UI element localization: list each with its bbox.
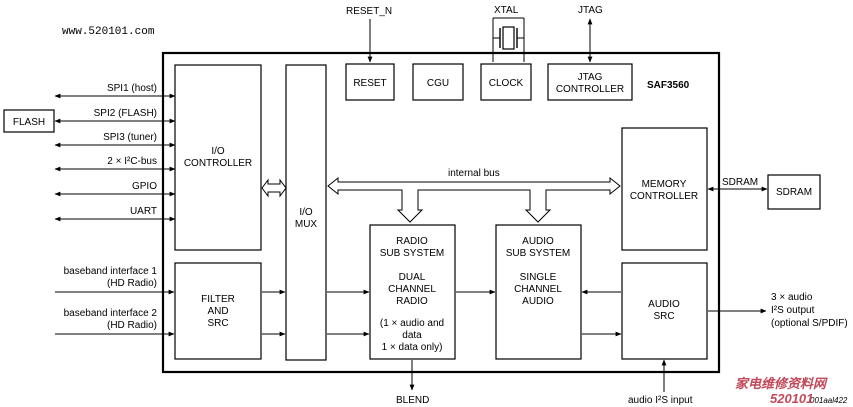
memory-controller-block xyxy=(621,127,708,251)
io-mux-label-1: I/O xyxy=(299,207,313,218)
xtal-label: XTAL xyxy=(494,5,519,16)
io-mux-block xyxy=(285,64,327,361)
radio-subsystem-label-1: RADIO xyxy=(396,236,428,247)
baseband-1-label-1: baseband interface 1 xyxy=(64,266,158,277)
memory-controller-label-2: CONTROLLER xyxy=(630,191,698,202)
filter-src-label-3: SRC xyxy=(207,318,228,329)
radio-subsystem-label-7: data xyxy=(402,330,422,341)
figure-code: 001aal422 xyxy=(810,396,848,405)
filter-src-label-1: FILTER xyxy=(201,294,235,305)
io-controller-block xyxy=(174,64,262,251)
audio-subsystem-label-2: SUB SYSTEM xyxy=(506,248,570,259)
audio-subsystem-label-1: AUDIO xyxy=(522,236,554,247)
spi3-label: SPI3 (tuner) xyxy=(103,132,157,143)
jtag-controller-label-1: JTAG xyxy=(578,72,603,83)
jtag-label: JTAG xyxy=(578,5,603,16)
flash-block xyxy=(3,109,55,133)
audio-output-label-2: I²S output xyxy=(771,305,815,316)
gpio-label: GPIO xyxy=(132,181,157,192)
blend-label: BLEND xyxy=(396,395,429,406)
uart-label: UART xyxy=(130,206,157,217)
audio-subsystem-label-4: CHANNEL xyxy=(514,284,562,295)
clock-block xyxy=(480,63,532,101)
crystal-symbol xyxy=(492,17,525,62)
internal-bus xyxy=(327,176,621,223)
watermark-cn: 家电维修资料网 xyxy=(735,376,828,391)
radio-subsystem-block xyxy=(369,224,456,360)
jtag-controller-block xyxy=(547,63,633,101)
io-controller-label-2: CONTROLLER xyxy=(184,158,252,169)
sdram-block xyxy=(767,174,821,210)
io-controller-mux-bus xyxy=(261,178,287,198)
radio-subsystem-label-3: DUAL xyxy=(399,272,426,283)
audio-subsystem-label-5: AUDIO xyxy=(522,296,554,307)
jtag-controller-label-2: CONTROLLER xyxy=(556,84,624,95)
audio-output-label-3: (optional S/PDIF) xyxy=(771,318,848,329)
i2c-label: 2 × I²C-bus xyxy=(107,156,157,167)
clock-block-label: CLOCK xyxy=(489,78,524,89)
cgu-block xyxy=(412,63,464,101)
audio-src-block xyxy=(621,262,708,360)
radio-subsystem-label-5: RADIO xyxy=(396,296,428,307)
audio-src-label-1: AUDIO xyxy=(648,299,680,310)
io-mux-label-2: MUX xyxy=(295,219,318,230)
filter-src-block xyxy=(174,262,262,360)
radio-subsystem-label-4: CHANNEL xyxy=(388,284,436,295)
watermark-site-text: www.520101.com xyxy=(62,26,155,38)
chip-label: SAF3560 xyxy=(647,80,690,91)
watermark-url: 520101 xyxy=(770,391,813,406)
sdram-block-label: SDRAM xyxy=(776,187,812,198)
internal-bus-label: internal bus xyxy=(448,168,500,179)
reset-n-label: RESET_N xyxy=(346,6,392,17)
audio-subsystem-label-3: SINGLE xyxy=(520,272,557,283)
radio-subsystem-label-6: (1 × audio and xyxy=(380,318,444,329)
cgu-block-label: CGU xyxy=(427,78,449,89)
spi1-label: SPI1 (host) xyxy=(107,83,157,94)
radio-subsystem-label-2: SUB SYSTEM xyxy=(380,248,444,259)
memory-controller-label-1: MEMORY xyxy=(642,179,687,190)
audio-i2s-input-label: audio I²S input xyxy=(628,395,693,406)
filter-src-label-2: AND xyxy=(207,306,228,317)
left-signal-lines xyxy=(54,93,176,222)
io-controller-label-1: I/O xyxy=(211,146,225,157)
baseband-2-label-1: baseband interface 2 xyxy=(64,308,158,319)
baseband-2-label-2: (HD Radio) xyxy=(107,320,157,331)
reset-block xyxy=(345,63,395,101)
flash-block-label: FLASH xyxy=(13,117,45,128)
spi2-label: SPI2 (FLASH) xyxy=(94,108,157,119)
radio-subsystem-label-8: 1 × data only) xyxy=(382,342,443,353)
audio-subsystem-block xyxy=(495,224,582,360)
baseband-1-label-2: (HD Radio) xyxy=(107,278,157,289)
sdram-bus-label: SDRAM xyxy=(722,177,758,188)
audio-src-label-2: SRC xyxy=(653,311,674,322)
audio-output-label-1: 3 × audio xyxy=(771,292,813,303)
reset-block-label: RESET xyxy=(353,78,386,89)
